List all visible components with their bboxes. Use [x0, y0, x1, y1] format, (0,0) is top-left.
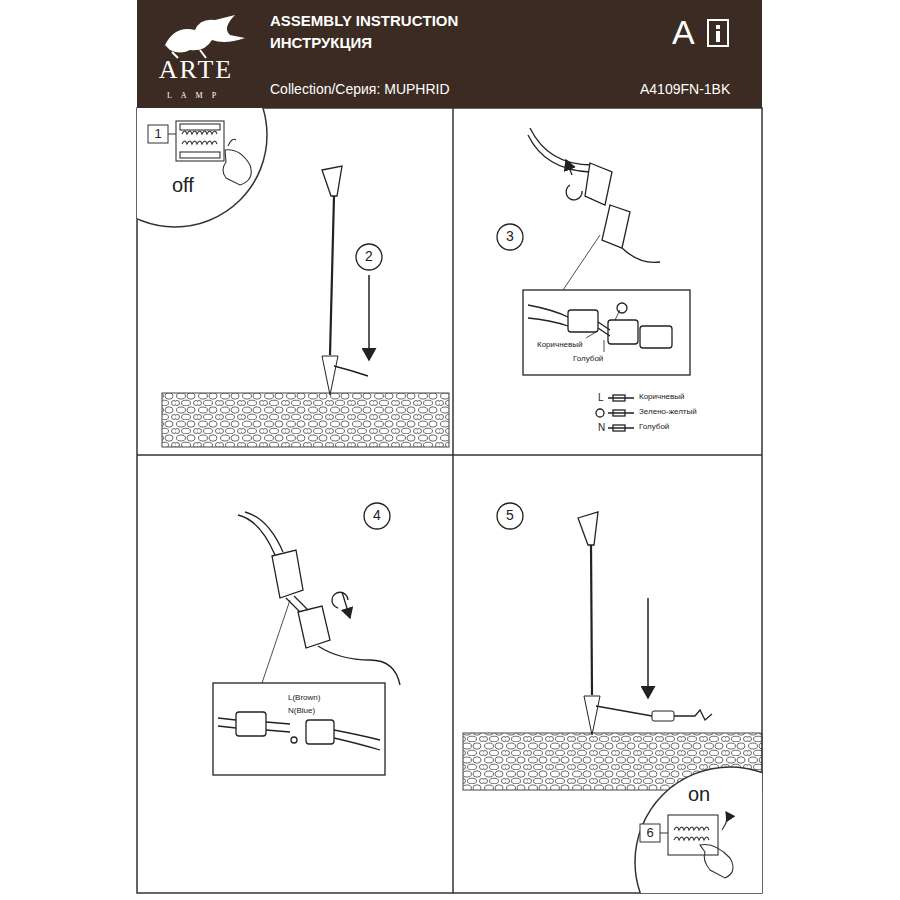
- wire-label: Коричневый: [537, 341, 583, 350]
- language-mark: A: [672, 14, 695, 51]
- brand-name: ARTE: [159, 56, 233, 85]
- callout-number: 4: [373, 508, 381, 523]
- wire-code: L: [598, 392, 604, 403]
- sheet-title: ИНСТРУКЦИЯ: [270, 35, 372, 52]
- wire-label: N(Blue): [288, 707, 315, 716]
- sheet-title: ASSEMBLY INSTRUCTION: [270, 13, 458, 30]
- state-label: off: [172, 174, 194, 196]
- wire-code: N: [598, 422, 605, 433]
- wire-label: Голубой: [639, 423, 669, 432]
- wire-label: L(Brown): [288, 694, 320, 703]
- callout-number: 3: [506, 229, 514, 244]
- wire-label: Зелено-желтый: [639, 408, 697, 417]
- wire-label: Голубой: [573, 355, 603, 364]
- wire-label: Коричневый: [639, 393, 685, 402]
- model-number: A4109FN-1BK: [640, 82, 730, 97]
- state-label: on: [688, 783, 710, 805]
- callout-number: 1: [154, 127, 161, 141]
- callout-number: 2: [365, 249, 373, 264]
- brand-sub: LAMP: [167, 92, 225, 101]
- collection-name: Collection/Серия: MUPHRID: [270, 82, 450, 97]
- callout-number: 5: [506, 508, 514, 523]
- callout-number: 6: [646, 826, 653, 840]
